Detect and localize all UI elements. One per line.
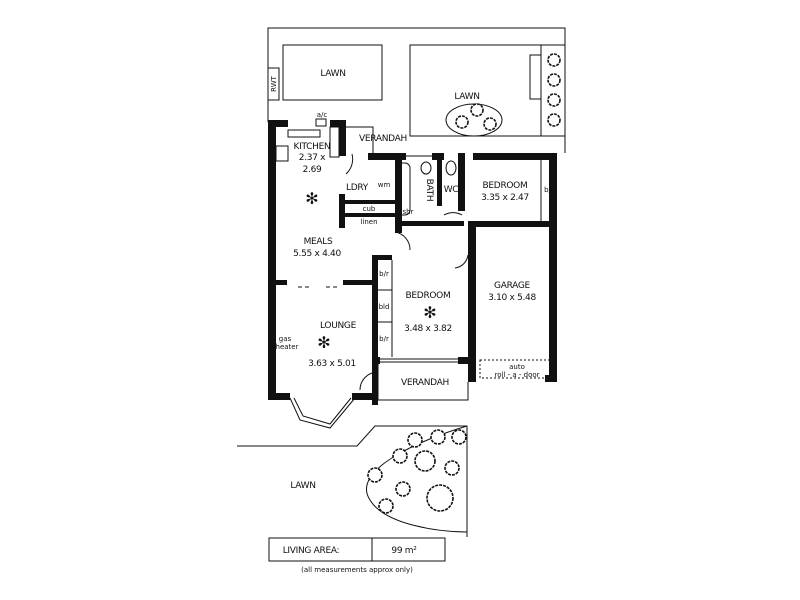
bld-label: bld [379,303,390,311]
kitchen-pantry [329,126,340,158]
rear-lawn-right [409,44,566,137]
shrub-icon [547,93,561,107]
bedroom-1-dims: 3.35 x 2.47 [481,193,529,203]
ceiling-fan-icon: ✻ [305,189,318,208]
rwt-tank [267,67,280,101]
meals-label: MEALS [304,237,333,247]
robe-label: b/r [544,186,554,194]
lounge-dims: 3.63 x 5.01 [308,359,356,369]
verandah-rear-label: VERANDAH [359,134,407,144]
rear-lawn-left [282,44,383,101]
door-swing [454,254,469,269]
wc-label: WC [444,185,459,195]
bedroom-2-label: BEDROOM [406,291,451,301]
basin [420,161,432,175]
steps [529,54,542,100]
lounge-label: LOUNGE [320,321,357,331]
lawn-label: LAWN [290,481,315,491]
door-swing [394,231,411,251]
garage-label: GARAGE [494,281,530,291]
gas-heater-label: gas [279,335,292,343]
ceiling-fan-icon: ✻ [423,303,436,322]
toilet [445,160,457,176]
rwt-label: RWT [270,75,278,92]
shrub-icon [455,115,469,129]
wm-label: wm [378,181,391,189]
room-labels: KITCHEN 2.37 x 2.69 VERANDAH LDRY wm BAT… [276,134,554,388]
garage-door-label: auto [509,363,525,371]
shrub-icon [547,113,561,127]
kitchen-label: KITCHEN [294,142,331,152]
garage-dims: 3.10 x 5.48 [488,293,536,303]
shrub-icon [547,53,561,67]
living-area-value: 99 m² [391,546,417,556]
door-swing [443,212,463,216]
meals-dims: 5.55 x 4.40 [293,249,341,259]
linen-label: linen [360,218,377,226]
verandah-front-label: VERANDAH [401,378,449,388]
yard-boundary [267,27,566,153]
shower-label: shr [403,208,414,216]
door-swing [345,153,354,175]
door-swing [359,371,379,391]
walls [268,120,557,429]
kitchen-dims: 2.37 x [299,153,326,163]
lawn-label: LAWN [320,69,345,79]
bedroom-2-dims: 3.48 x 3.82 [404,324,452,334]
living-area-label: LIVING AREA: [283,546,340,556]
gas-heater-label: heater [276,343,299,351]
laundry-label: LDRY [346,183,369,193]
garage-door-label: roll - a - door [494,371,539,379]
ceiling-fan-icon: ✻ [317,333,330,352]
kitchen-bench [287,129,321,138]
garage-door [479,359,556,379]
living-area-box: LIVING AREA: 99 m² (all measurements app… [268,537,446,574]
shrub-icon [547,73,561,87]
bedroom-1-label: BEDROOM [483,181,528,191]
shrub-icon [470,103,484,117]
yard: LAWN LAWN RWT a/c [267,27,566,153]
cooktop [275,145,289,162]
kitchen-dims: 2.69 [303,165,322,175]
shrub-icon [483,117,497,131]
ac-unit [315,118,327,127]
bathtub [395,162,411,216]
cupboard-label: cub [363,205,376,213]
ac-label: a/c [317,111,328,119]
measurement-note: (all measurements approx only) [301,566,413,574]
bath-label: BATH [424,179,434,202]
lawn-label: LAWN [454,92,479,102]
robe-label: b/r [379,335,389,343]
robe-label: b/r [379,270,389,278]
front-yard: LAWN [237,425,468,537]
